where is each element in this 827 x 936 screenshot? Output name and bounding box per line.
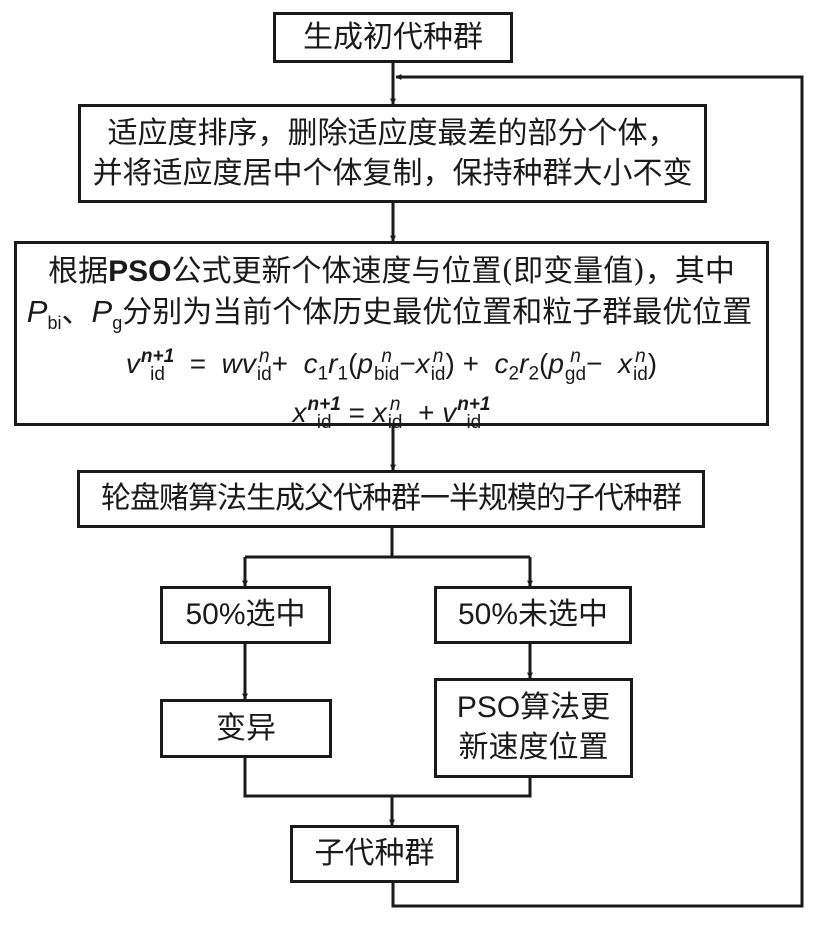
unselected-pct: 50% [457, 598, 519, 631]
node-roulette-label: 轮盘赌算法生成父代种群一半规模的子代种群 [101, 481, 682, 516]
node-roulette-selection: 轮盘赌算法生成父代种群一半规模的子代种群 [77, 470, 705, 528]
pso-update-line-2: Pbi、Pg分别为当前个体历史最优位置和粒子群最优位置 [26, 294, 753, 333]
node-sort-line-2: 并将适应度居中个体复制，保持种群大小不变 [92, 155, 693, 191]
node-sort-line-1: 适应度排序，删除适应度最差的部分个体， [107, 115, 678, 151]
unselected-label: 未选中 [518, 597, 609, 632]
pso-step-acronym: PSO [456, 691, 521, 724]
node-pso-update: 根据PSO公式更新个体速度与位置(即变量值)，其中 Pbi、Pg分别为当前个体历… [14, 241, 769, 432]
node-unselected-50: 50%未选中 [434, 586, 632, 644]
symbol-p-bi: P [26, 294, 48, 329]
node-mutation-label: 变异 [216, 710, 276, 746]
edge-feedback-loop [391, 74, 804, 908]
node-offspring: 子代种群 [290, 825, 459, 883]
node-fitness-sort: 适应度排序，删除适应度最差的部分个体， 并将适应度居中个体复制，保持种群大小不变 [78, 104, 707, 203]
node-mutation: 变异 [160, 699, 332, 758]
selected-pct: 50% [185, 598, 246, 631]
node-init-label: 生成初代种群 [303, 19, 483, 55]
selected-label: 选中 [245, 597, 306, 632]
node-offspring-label: 子代种群 [314, 836, 435, 871]
pso-step-line-2: 新速度位置 [458, 730, 609, 765]
node-pso-velocity-position: PSO算法更 新速度位置 [434, 678, 633, 778]
pso-update-line-1: 根据PSO公式更新个体速度与位置(即变量值)，其中 [48, 254, 735, 289]
pso-acronym: PSO [108, 255, 172, 288]
node-init-population: 生成初代种群 [273, 12, 513, 63]
symbol-p-g: P [91, 294, 113, 329]
node-selected-50: 50%选中 [160, 586, 331, 644]
edge-mutation-merge [243, 757, 532, 798]
